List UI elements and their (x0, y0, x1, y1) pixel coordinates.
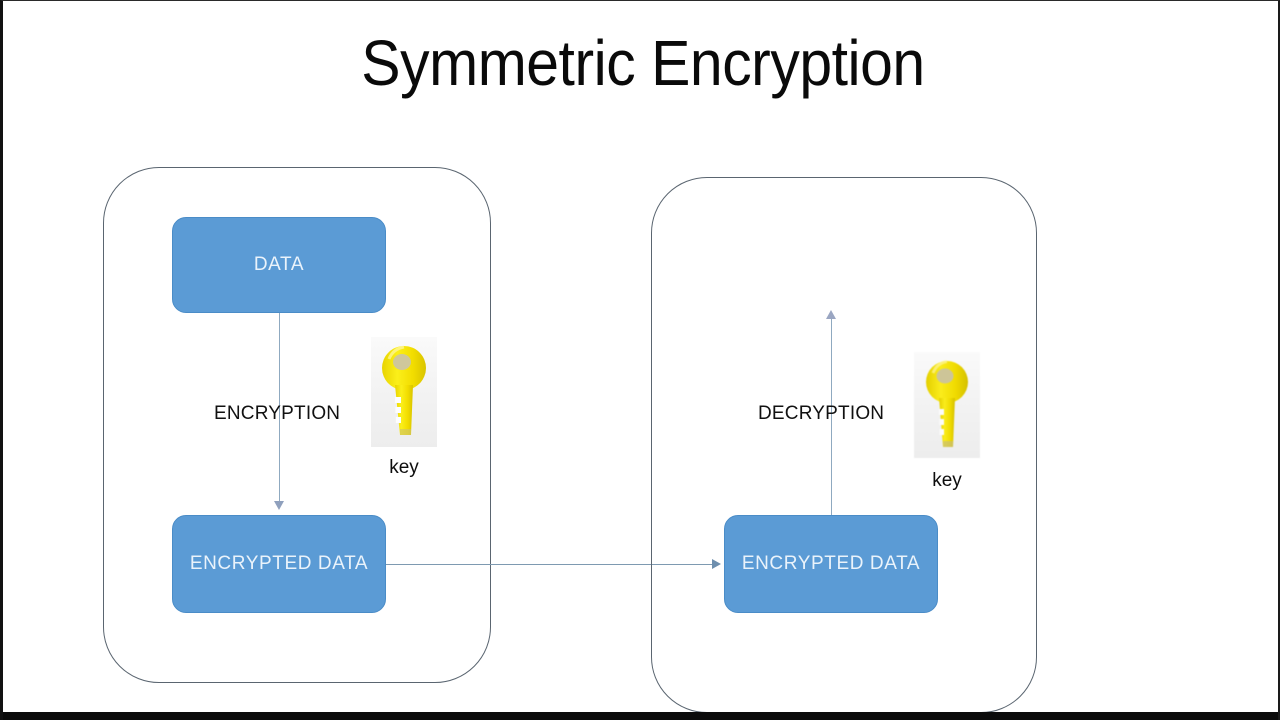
encryption-arrow-line (279, 313, 280, 502)
decryption-label: DECRYPTION (758, 403, 885, 424)
decryption-arrow-line (831, 319, 832, 515)
data-box: DATA (172, 217, 386, 313)
encrypted-data-box-left: ENCRYPTED DATA (172, 515, 386, 613)
key-icon (914, 352, 980, 458)
encryption-panel (103, 167, 491, 683)
encryption-arrowhead-icon (274, 501, 284, 510)
page-title: Symmetric Encryption (361, 27, 925, 99)
decryption-arrowhead-icon (826, 310, 836, 319)
encrypted-data-box-right: ENCRYPTED DATA (724, 515, 938, 613)
decryption-key-group: key (914, 352, 980, 492)
decryption-key-caption: key (932, 470, 962, 491)
transfer-arrow-line (386, 564, 712, 565)
encryption-key-group: key (371, 337, 437, 479)
encryption-label: ENCRYPTION (214, 403, 341, 424)
encrypted-data-left-label: ENCRYPTED DATA (189, 553, 369, 574)
letterbox-band (3, 712, 1278, 720)
key-icon (371, 337, 437, 447)
data-box-label: DATA (253, 254, 305, 275)
encrypted-data-right-label: ENCRYPTED DATA (741, 553, 921, 574)
encryption-key-caption: key (389, 457, 419, 478)
transfer-arrowhead-icon (712, 559, 721, 569)
